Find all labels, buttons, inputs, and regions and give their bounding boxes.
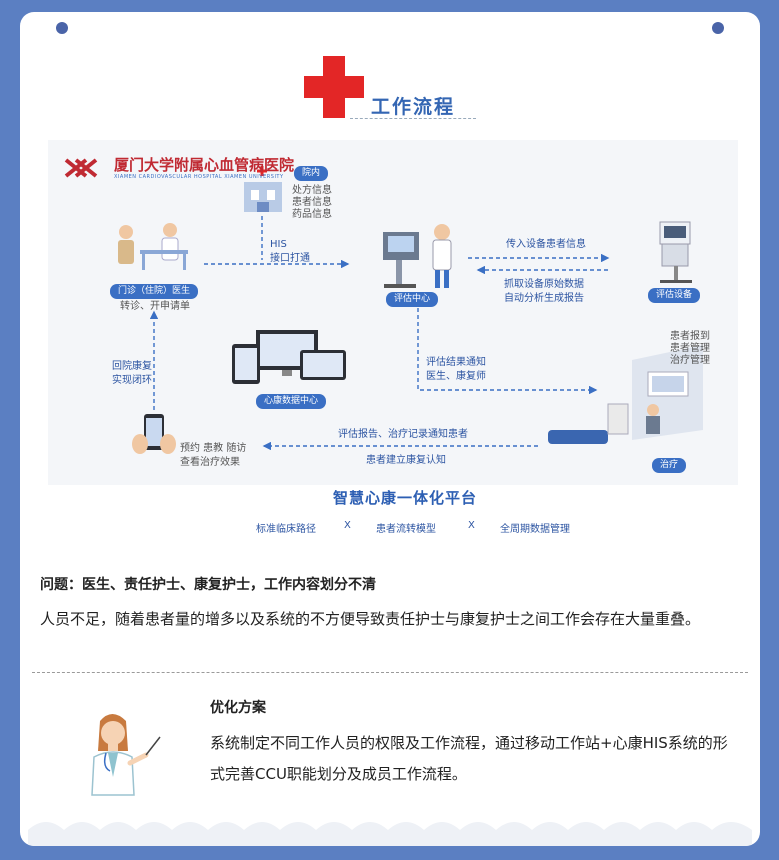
patient-step-3: 治疗管理 bbox=[670, 355, 710, 366]
tag-patient-flow: 患者流转模型 bbox=[376, 524, 436, 535]
solution-title: 优化方案 bbox=[210, 700, 266, 716]
problem-title: 问题：医生、责任护士、康复护士，工作内容划分不清 bbox=[40, 577, 376, 593]
clinic-doctor-note: 转诊、开申请单 bbox=[120, 301, 190, 312]
content-card: 工作流程 bbox=[20, 12, 760, 846]
corner-dot bbox=[56, 22, 68, 34]
inhouse-info-2: 患者信息 bbox=[292, 197, 332, 208]
phone-features-1: 预约 患教 随访 bbox=[180, 443, 247, 454]
workflow-diagram: 厦门大学附属心血管病医院 XIAMEN CARDIOVASCULAR HOSPI… bbox=[48, 140, 738, 540]
mobile-phone-icon bbox=[132, 414, 176, 454]
decorative-wave bbox=[28, 822, 752, 846]
evaluation-device-icon bbox=[659, 221, 692, 283]
data-center-devices-icon bbox=[232, 330, 346, 384]
platform-title: 智慧心康一体化平台 bbox=[333, 489, 478, 507]
inhouse-info-1: 处方信息 bbox=[292, 185, 332, 196]
notify-target-label: 医生、康复师 bbox=[426, 371, 486, 382]
hospital-building-icon bbox=[244, 166, 282, 212]
section-divider bbox=[32, 672, 748, 673]
evaluation-cart-icon bbox=[383, 224, 452, 288]
transfer-info-label: 传入设备患者信息 bbox=[506, 239, 586, 250]
inhouse-badge: 院内 bbox=[294, 166, 329, 181]
tag-separator: X bbox=[344, 520, 351, 531]
treatment-room-icon bbox=[548, 345, 703, 444]
capture-data-label: 抓取设备原始数据 bbox=[504, 279, 584, 290]
closed-loop-label: 实现闭环 bbox=[112, 375, 152, 386]
eval-center-badge: 评估中心 bbox=[386, 292, 439, 307]
result-notify-label: 评估结果通知 bbox=[426, 357, 486, 368]
report-notify-label: 评估报告、治疗记录通知患者 bbox=[338, 429, 468, 440]
hospital-name-english: XIAMEN CARDIOVASCULAR HOSPITAL XIAMEN UN… bbox=[114, 174, 284, 180]
tag-separator: X bbox=[468, 520, 475, 531]
his-label: HIS bbox=[270, 239, 287, 250]
solution-body: 系统制定不同工作人员的权限及工作流程，通过移动工作站+心康HIS系统的形式完善C… bbox=[210, 734, 728, 783]
patient-step-1: 患者报到 bbox=[670, 331, 710, 342]
nurse-illustration-icon bbox=[91, 714, 161, 796]
diagram-graphics bbox=[64, 158, 703, 454]
problem-body: 人员不足，随着患者量的增多以及系统的不方便导致责任护士与康复护士之间工作会存在大… bbox=[40, 610, 701, 628]
treatment-badge: 治疗 bbox=[652, 458, 687, 473]
clinic-doctor-badge: 门诊（住院）医生 bbox=[110, 284, 199, 299]
patient-step-2: 患者管理 bbox=[670, 343, 710, 354]
section-title: 工作流程 bbox=[371, 96, 456, 118]
his-interface-label: 接口打通 bbox=[270, 253, 310, 264]
title-underline bbox=[350, 118, 476, 119]
doctor-desk-icon bbox=[118, 223, 188, 270]
hospital-logo-icon bbox=[64, 158, 98, 178]
auto-report-label: 自动分析生成报告 bbox=[504, 293, 584, 304]
return-rehab-label: 回院康复 bbox=[112, 361, 152, 372]
eval-device-badge: 评估设备 bbox=[648, 288, 701, 303]
data-center-badge: 心康数据中心 bbox=[256, 394, 327, 409]
tag-clinical-path: 标准临床路径 bbox=[256, 524, 316, 535]
hospital-name: 厦门大学附属心血管病医院 bbox=[114, 156, 295, 174]
tag-lifecycle-data: 全周期数据管理 bbox=[500, 524, 570, 535]
phone-features-2: 查看治疗效果 bbox=[180, 457, 240, 468]
inhouse-info-3: 药品信息 bbox=[292, 209, 332, 220]
patient-awareness-label: 患者建立康复认知 bbox=[366, 455, 446, 466]
medical-cross-icon bbox=[304, 76, 364, 98]
corner-dot bbox=[712, 22, 724, 34]
